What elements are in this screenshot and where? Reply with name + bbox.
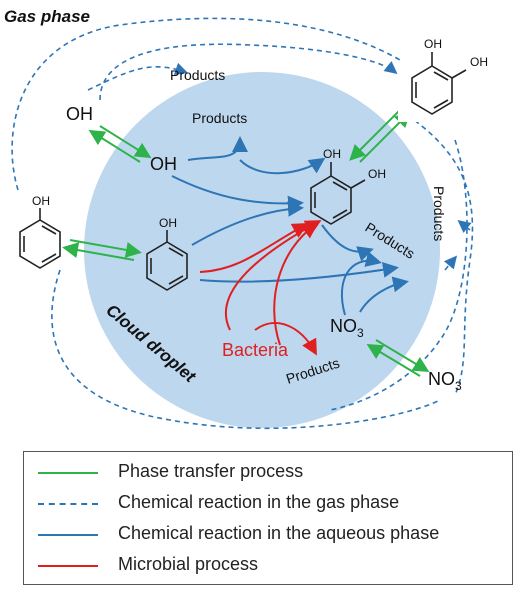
- products-gas-right: Products: [431, 186, 447, 241]
- catechol-gas-frame: [398, 62, 468, 122]
- phenol-aqueous-oh-label: OH: [159, 216, 177, 230]
- legend-label: Microbial process: [118, 554, 259, 574]
- legend-label: Chemical reaction in the aqueous phase: [118, 523, 440, 543]
- catechol-aqueous-oh2-label: OH: [368, 167, 386, 181]
- bacteria-label: Bacteria: [222, 340, 289, 360]
- catechol-aqueous-oh1-label: OH: [323, 147, 341, 161]
- no3-gas-label: NO3: [428, 369, 462, 393]
- catechol-gas-oh1-label: OH: [424, 37, 442, 51]
- gas-phase-title: Gas phase: [4, 7, 90, 26]
- gas-phase-reactions: [11, 17, 474, 430]
- oh-aqueous-label: OH: [150, 154, 177, 174]
- legend-item-gas-reaction: Chemical reaction in the gas phase: [24, 489, 512, 519]
- legend: Phase transfer process Chemical reaction…: [23, 451, 513, 585]
- phenol-aqueous-structure: [146, 230, 188, 291]
- aqueous-reactions: [171, 136, 409, 316]
- phenol-gas-structure: [19, 208, 61, 269]
- legend-swatch-aqueous-reaction: [38, 534, 98, 536]
- legend-label: Phase transfer process: [118, 461, 304, 481]
- oh-gas-label: OH: [66, 104, 93, 124]
- legend-swatch-gas-reaction: [38, 503, 98, 505]
- legend-item-aqueous-reaction: Chemical reaction in the aqueous phase: [24, 520, 512, 550]
- catechol-gas-oh2-label: OH: [470, 55, 488, 69]
- microbial-processes: [199, 220, 322, 356]
- no3-aqueous-label: NO3: [330, 316, 364, 340]
- phenol-gas-oh-label: OH: [32, 194, 50, 208]
- legend-swatch-phase-transfer: [38, 472, 98, 474]
- products-gas-top: Products: [170, 67, 225, 83]
- legend-label: Chemical reaction in the gas phase: [118, 492, 400, 512]
- legend-item-phase-transfer: Phase transfer process: [24, 458, 512, 488]
- products-aqueous-top: Products: [192, 110, 247, 126]
- legend-item-microbial: Microbial process: [24, 551, 512, 581]
- legend-swatch-microbial: [38, 565, 98, 567]
- catechol-gas-structure: [411, 52, 467, 115]
- catechol-aqueous-structure: [310, 162, 366, 225]
